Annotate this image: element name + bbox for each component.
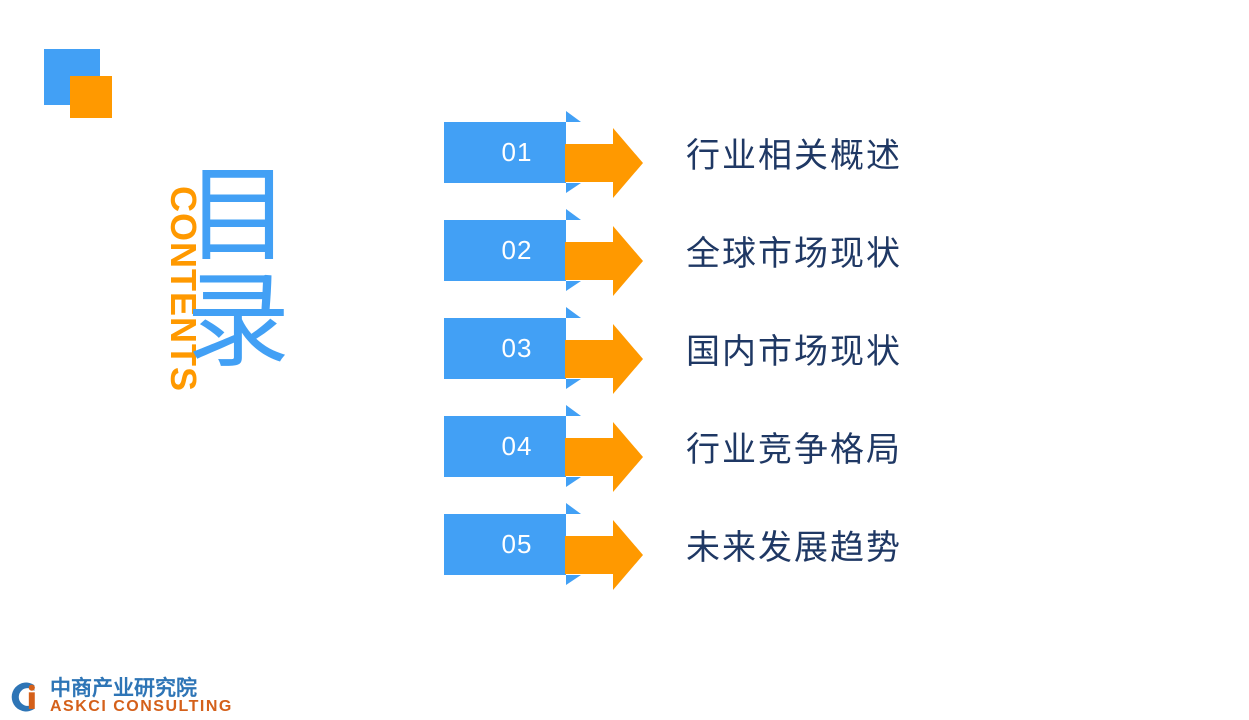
item-label: 行业相关概述 xyxy=(686,136,902,176)
right-arrow-icon xyxy=(565,128,643,198)
contents-item-05[interactable]: 05 未来发展趋势 xyxy=(444,503,1144,590)
item-number: 01 xyxy=(501,137,533,167)
right-arrow-icon xyxy=(565,226,643,296)
item-label: 未来发展趋势 xyxy=(686,528,902,568)
logo-text-block: 中商产业研究院 ASKCI CONSULTING xyxy=(50,677,233,716)
contents-item-01[interactable]: 01 行业相关概述 xyxy=(444,111,1144,198)
item-number: 02 xyxy=(501,235,533,265)
company-name-cn: 中商产业研究院 xyxy=(50,676,197,701)
banner-bottom-tab xyxy=(566,379,581,389)
banner-bottom-tab xyxy=(566,575,581,585)
banner-bottom-tab xyxy=(566,281,581,291)
item-number: 03 xyxy=(501,333,533,363)
title-char-2: 录 xyxy=(185,260,290,383)
company-logo: 中商产业研究院 ASKCI CONSULTING xyxy=(8,677,233,716)
item-label: 行业竞争格局 xyxy=(686,430,902,470)
number-banner: 04 xyxy=(444,416,566,477)
contents-item-04[interactable]: 04 行业竞争格局 xyxy=(444,405,1144,492)
right-arrow-icon xyxy=(565,422,643,492)
contents-list: 01 行业相关概述 02 全球市场现状 xyxy=(444,111,1144,590)
page-title: CONTENTS 目 录 xyxy=(100,162,300,410)
banner-top-tab xyxy=(566,307,581,318)
item-label: 国内市场现状 xyxy=(686,332,902,372)
contents-item-03[interactable]: 03 国内市场现状 xyxy=(444,307,1144,394)
banner-bottom-tab xyxy=(566,183,581,193)
number-banner: 05 xyxy=(444,514,566,575)
contents-item-02[interactable]: 02 全球市场现状 xyxy=(444,209,1144,296)
banner-top-tab xyxy=(566,111,581,122)
banner-top-tab xyxy=(566,405,581,416)
askci-circle-logo-icon xyxy=(11,682,35,712)
banner-bottom-tab xyxy=(566,477,581,487)
contents-chinese-title: 目 录 xyxy=(178,162,298,374)
banner-top-tab xyxy=(566,209,581,220)
item-label: 全球市场现状 xyxy=(686,234,902,274)
number-banner: 01 xyxy=(444,122,566,183)
number-banner: 03 xyxy=(444,318,566,379)
item-number: 04 xyxy=(501,431,533,461)
right-arrow-icon xyxy=(565,520,643,590)
banner-top-tab xyxy=(566,503,581,514)
number-banner: 02 xyxy=(444,220,566,281)
company-name-en: ASKCI CONSULTING xyxy=(50,698,233,716)
right-arrow-icon xyxy=(565,324,643,394)
item-number: 05 xyxy=(501,529,533,559)
orange-square-decoration xyxy=(70,76,112,118)
title-char-1: 目 xyxy=(185,154,290,276)
